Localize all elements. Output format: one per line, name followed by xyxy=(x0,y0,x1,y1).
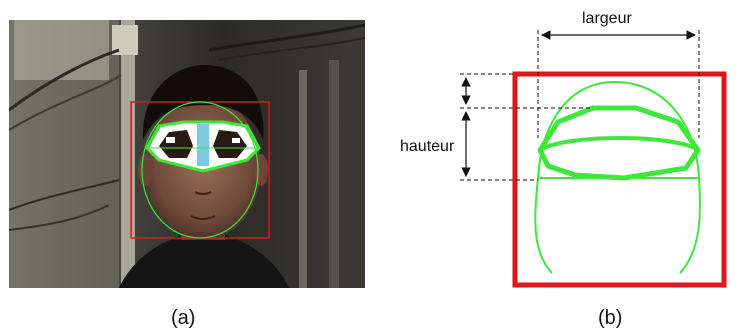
eye-speck xyxy=(232,138,240,143)
eye-band-outline xyxy=(145,120,261,173)
ear xyxy=(138,154,152,186)
cable xyxy=(218,37,365,61)
rack-post xyxy=(329,60,339,288)
face-model-ellipse xyxy=(141,101,259,239)
face-model-schematic xyxy=(460,30,727,288)
nose-bridge xyxy=(197,124,209,166)
cable xyxy=(208,23,365,52)
pole xyxy=(121,20,135,288)
cable xyxy=(9,179,120,211)
mouth xyxy=(194,191,212,195)
eye-band-upper-curve xyxy=(538,136,700,152)
cable xyxy=(9,204,110,231)
window-area xyxy=(14,20,109,80)
schematic-panel xyxy=(390,0,742,300)
mouth xyxy=(190,215,216,220)
right-eye-dark xyxy=(213,130,247,158)
width-label: largeur xyxy=(582,10,632,28)
cable xyxy=(9,74,122,131)
rack-post xyxy=(299,70,307,288)
face-box xyxy=(512,71,727,288)
height-label: hauteur xyxy=(400,138,455,156)
shirt xyxy=(119,230,289,288)
ear xyxy=(254,154,268,186)
cable xyxy=(9,48,120,112)
caption-a: (a) xyxy=(171,307,196,329)
eye-speck xyxy=(166,137,175,143)
caption-b: (b) xyxy=(598,307,623,329)
face-photo-panel xyxy=(9,20,365,288)
head-ellipse xyxy=(534,80,701,274)
face-photo xyxy=(9,20,365,288)
